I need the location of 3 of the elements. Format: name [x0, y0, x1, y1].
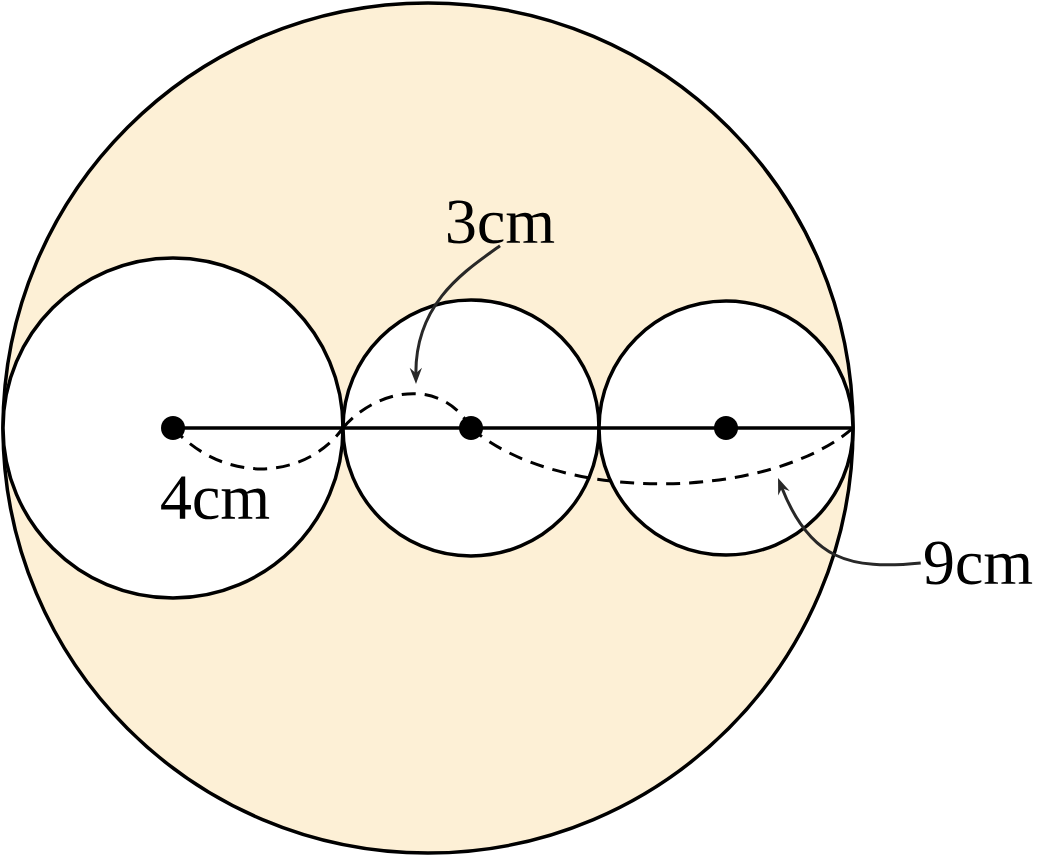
dimension-label: 9cm: [925, 541, 1033, 585]
dimension-label: 3cm: [447, 200, 555, 244]
dimension-label: 4cm: [161, 476, 270, 520]
